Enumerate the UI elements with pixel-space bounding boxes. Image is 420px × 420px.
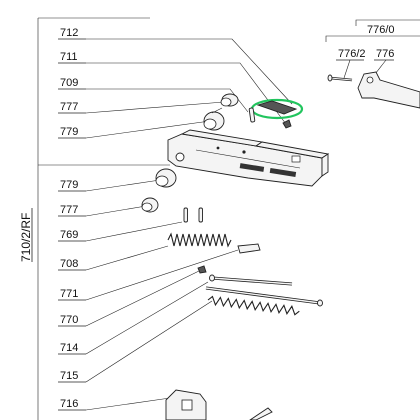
label-712: 712	[60, 27, 78, 39]
part-771	[237, 243, 261, 254]
group-frame	[37, 17, 150, 420]
part-708-spring	[167, 232, 232, 248]
label-708: 708	[60, 258, 78, 270]
part-716	[165, 389, 273, 420]
part-spring-long	[207, 295, 300, 316]
leader-lines	[38, 38, 293, 411]
part-714	[209, 274, 293, 286]
part-712	[250, 98, 304, 120]
label-714: 714	[60, 342, 78, 354]
label-777-top: 777	[60, 101, 78, 113]
part-779-bottom	[155, 168, 177, 188]
label-777-bottom: 777	[60, 204, 78, 216]
label-769: 769	[60, 229, 78, 241]
part-711	[282, 119, 292, 129]
part-770	[197, 265, 207, 274]
part-769	[183, 207, 203, 223]
part-777-top	[220, 93, 239, 107]
part-777-bottom	[141, 197, 159, 213]
group-label: 710/2/RF	[19, 213, 33, 262]
label-715: 715	[60, 370, 78, 382]
label-776: 776	[376, 48, 394, 60]
label-776-2: 776/2	[338, 48, 366, 60]
part-labels: 712 711 709 777 779 779 777 769 708 771 …	[58, 27, 86, 411]
label-779-top: 779	[60, 126, 78, 138]
inset-title: 776/0	[367, 24, 395, 36]
label-709: 709	[60, 77, 78, 89]
part-715	[205, 286, 323, 307]
inset-776: 776/0 776/2 776	[325, 19, 420, 109]
receiver-body	[167, 129, 330, 187]
label-770: 770	[60, 314, 78, 326]
label-711: 711	[60, 51, 78, 63]
part-779-top	[203, 107, 225, 131]
label-771: 771	[60, 288, 78, 300]
label-779-bottom: 779	[60, 179, 78, 191]
label-716: 716	[60, 398, 78, 410]
part-709	[248, 107, 256, 123]
